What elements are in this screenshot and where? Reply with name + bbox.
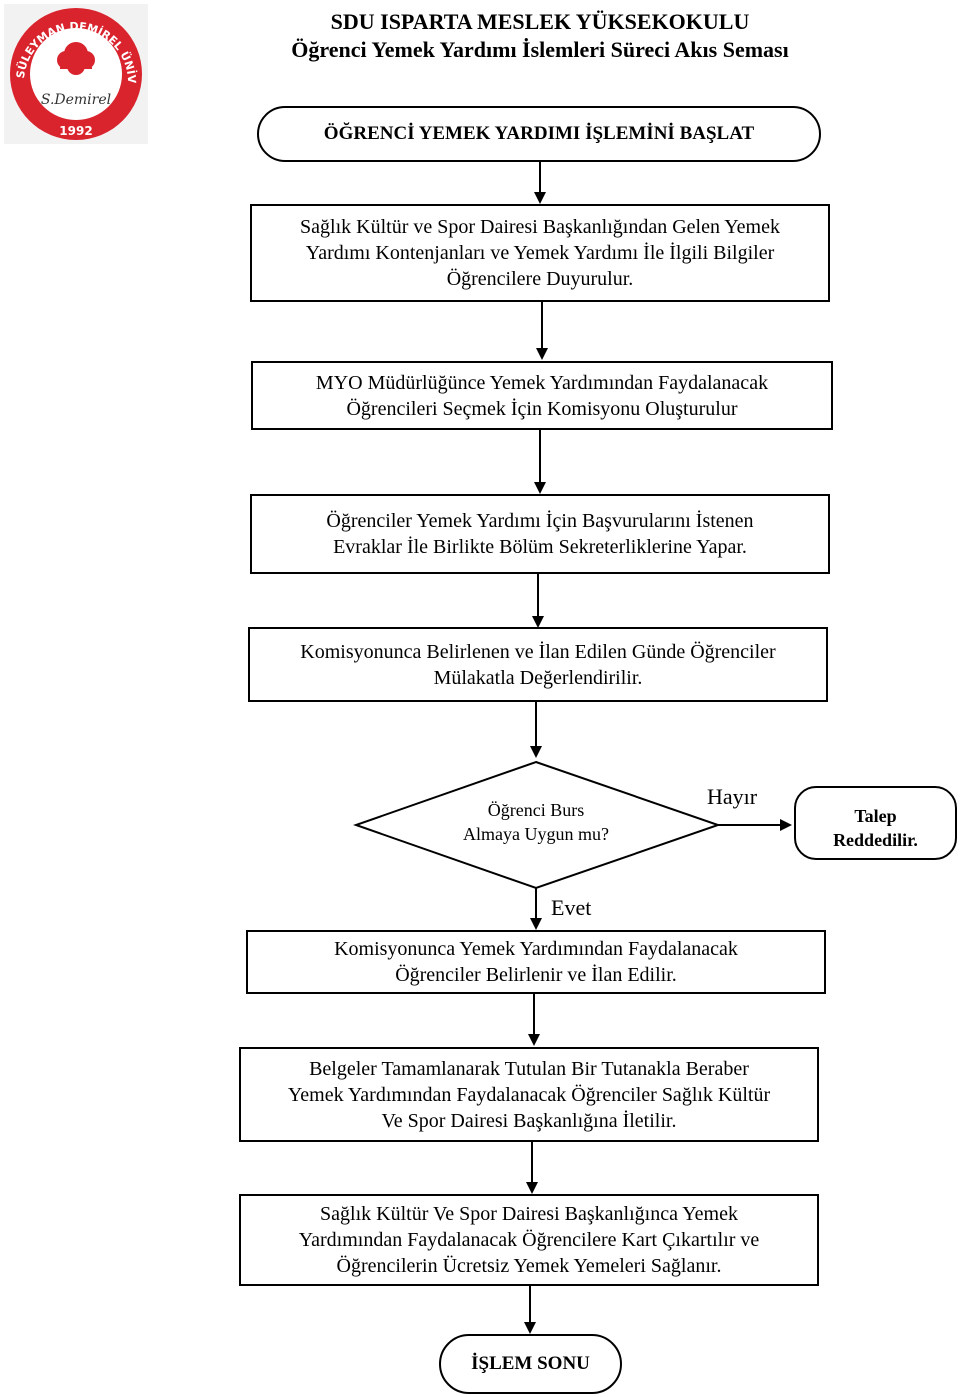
reject-text: Talep Reddedilir. [833, 806, 918, 850]
step-announcement: Sağlık Kültür ve Spor Dairesi Başkanlığı… [250, 204, 830, 302]
step-announce-results-text: Komisyonunca Yemek Yardımından Faydalana… [334, 938, 738, 986]
page-title: SDU ISPARTA MESLEK YÜKSEKOKULU [330, 9, 750, 34]
start-label: ÖĞRENCİ YEMEK YARDIMI İŞLEMİNİ BAŞLAT [323, 123, 755, 144]
university-logo: SÜLEYMAN DEMİREL ÜNİVERSİTESİ S.Demirel … [0, 0, 148, 144]
step-commission: MYO Müdürlüğünce Yemek Yardımından Fayda… [251, 361, 833, 430]
reject-terminal: Talep Reddedilir. [794, 786, 957, 860]
step-issue-cards: Sağlık Kültür Ve Spor Dairesi Başkanlığı… [239, 1194, 819, 1286]
decision-text: Öğrenci Burs Almaya Uygun mu? [463, 800, 609, 844]
step-interview-text: Komisyonunca Belirlenen ve İlan Edilen G… [300, 640, 776, 689]
yes-label: Evet [551, 895, 592, 920]
decision-diamond [352, 760, 722, 890]
step-interview: Komisyonunca Belirlenen ve İlan Edilen G… [248, 627, 828, 702]
step-application: Öğrenciler Yemek Yardımı İçin Başvurular… [250, 494, 830, 574]
start-terminal: ÖĞRENCİ YEMEK YARDIMI İŞLEMİNİ BAŞLAT [257, 106, 821, 162]
step-application-text: Öğrenciler Yemek Yardımı İçin Başvurular… [326, 510, 754, 558]
logo-signature: S.Demirel [41, 92, 111, 108]
step-forward-documents-text: Belgeler Tamamlanarak Tutulan Bir Tutana… [287, 1057, 771, 1132]
step-forward-documents: Belgeler Tamamlanarak Tutulan Bir Tutana… [239, 1047, 819, 1142]
end-label: İŞLEM SONU [471, 1353, 590, 1374]
step-issue-cards-text: Sağlık Kültür Ve Spor Dairesi Başkanlığı… [298, 1203, 760, 1277]
logo-year: 1992 [59, 124, 92, 138]
no-label: Hayır [707, 784, 758, 809]
end-terminal: İŞLEM SONU [439, 1334, 622, 1394]
step-announce-results: Komisyonunca Yemek Yardımından Faydalana… [246, 930, 826, 994]
step-commission-text: MYO Müdürlüğünce Yemek Yardımından Fayda… [315, 371, 769, 420]
step-announcement-text: Sağlık Kültür ve Spor Dairesi Başkanlığı… [300, 216, 780, 290]
page-subtitle: Öğrenci Yemek Yardımı İslemleri Süreci A… [291, 37, 789, 62]
